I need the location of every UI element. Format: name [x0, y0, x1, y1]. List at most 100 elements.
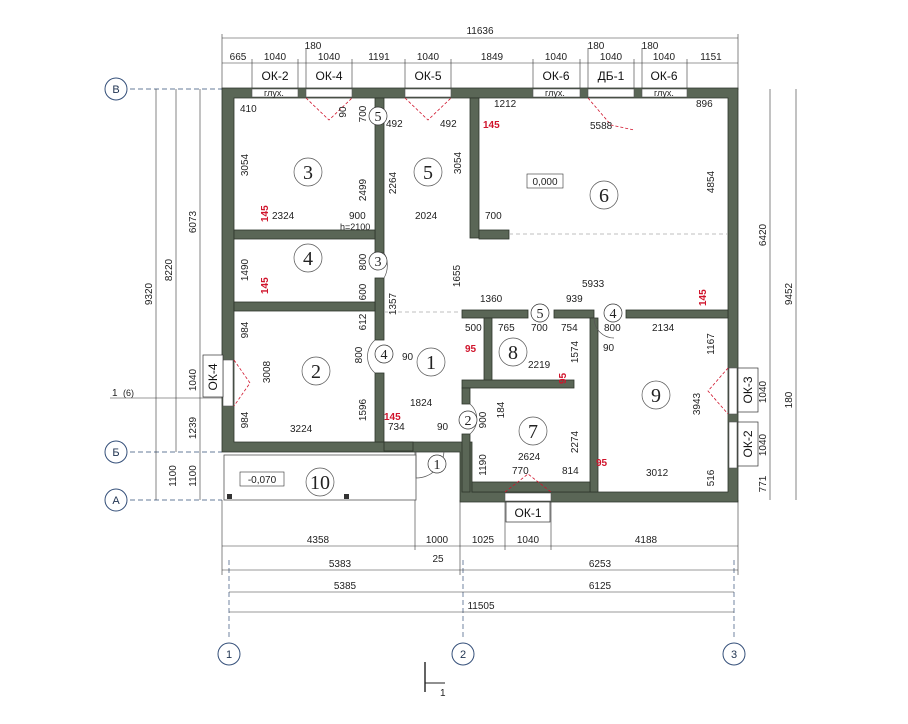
right-dim-180: 180 — [784, 391, 795, 408]
top-dim-1: 1040 — [264, 52, 287, 63]
svg-text:900: 900 — [349, 211, 366, 222]
svg-text:h=2100: h=2100 — [340, 222, 370, 232]
svg-text:5588: 5588 — [590, 121, 613, 132]
left-dimensions: 9320 8220 6073 1040 1239 1100 1100 1 (6) — [110, 89, 222, 500]
right-dim-6420: 6420 — [758, 223, 769, 246]
svg-text:939: 939 — [566, 294, 583, 305]
svg-text:700: 700 — [531, 323, 548, 334]
door-marker-4b: 4 — [603, 303, 623, 323]
door-markers: 5 3 4 1 2 5 4 — [368, 106, 623, 474]
svg-text:765: 765 — [498, 323, 515, 334]
top-dim-9: 1040 — [600, 52, 623, 63]
section-1-label: 1 — [112, 388, 118, 399]
bottom-dim-5385: 5385 — [334, 581, 357, 592]
top-dim-6: 1849 — [481, 52, 504, 63]
axis-marker-2: 2 — [451, 642, 475, 666]
svg-text:800: 800 — [354, 346, 365, 363]
svg-text:700: 700 — [485, 211, 502, 222]
svg-text:2624: 2624 — [518, 452, 541, 463]
svg-text:1167: 1167 — [706, 333, 717, 355]
svg-text:1190: 1190 — [478, 454, 489, 476]
top-dim-4: 1191 — [368, 52, 390, 63]
svg-text:4: 4 — [610, 307, 617, 322]
svg-text:9: 9 — [651, 385, 661, 407]
svg-text:1: 1 — [226, 649, 232, 661]
door-marker-1: 1 — [427, 454, 447, 474]
svg-text:984: 984 — [240, 411, 251, 428]
window-label-ok6b: ОК-6 — [651, 69, 678, 83]
glukh-2: глух. — [545, 88, 565, 98]
bottom-dim-1000: 1000 — [426, 535, 449, 546]
svg-text:516: 516 — [706, 469, 717, 486]
door-marker-2: 2 — [458, 410, 478, 430]
svg-text:800: 800 — [358, 253, 369, 270]
bottom-dim-25: 25 — [432, 554, 444, 565]
door-label-db1: ДБ-1 — [598, 69, 625, 83]
svg-text:95: 95 — [558, 372, 569, 384]
section-mark-1: 1 — [424, 662, 446, 699]
overall-width-label: 11636 — [466, 26, 494, 37]
room-10: 10 — [305, 467, 335, 497]
grid-axes: В Б А 1 2 3 — [104, 77, 746, 666]
svg-text:1212: 1212 — [494, 99, 517, 110]
svg-text:1360: 1360 — [480, 294, 503, 305]
side-window-labels: ОК-4 ОК-3 ОК-2 ОК-1 — [202, 354, 759, 523]
left-dim-1100b: 1100 — [188, 465, 199, 487]
room-8: 8 — [498, 337, 528, 367]
svg-text:3: 3 — [731, 649, 737, 661]
door-marker-4a: 4 — [374, 344, 394, 364]
svg-text:700: 700 — [358, 105, 369, 122]
svg-text:184: 184 — [496, 401, 507, 418]
terrace-posts — [227, 494, 349, 499]
svg-text:90: 90 — [338, 106, 349, 118]
top-dimensions: 11636 665 1040 180 1040 1191 1040 1849 1… — [221, 26, 739, 90]
svg-text:1357: 1357 — [388, 292, 399, 315]
svg-text:145: 145 — [260, 277, 271, 294]
room-1: 1 — [416, 347, 446, 377]
bottom-dim-11505: 11505 — [467, 601, 495, 612]
window-label-ok4-side: ОК-4 — [206, 363, 220, 390]
window-sashes — [233, 97, 729, 493]
window-label-ok1: ОК-1 — [515, 506, 542, 520]
svg-text:1: 1 — [440, 688, 446, 699]
axis-marker-a: А — [104, 488, 128, 512]
svg-text:734: 734 — [388, 422, 405, 433]
svg-text:5933: 5933 — [582, 279, 605, 290]
left-dim-1239: 1239 — [188, 416, 199, 439]
svg-text:90: 90 — [402, 352, 414, 363]
glukh-1: глух. — [264, 88, 284, 98]
svg-text:5: 5 — [423, 162, 433, 184]
top-dim-12: 1151 — [700, 52, 722, 63]
svg-text:492: 492 — [440, 119, 457, 130]
svg-text:800: 800 — [604, 323, 621, 334]
room-5: 5 — [413, 157, 443, 187]
svg-text:145: 145 — [260, 205, 271, 222]
svg-text:4854: 4854 — [706, 170, 717, 193]
svg-text:5: 5 — [375, 110, 382, 125]
door-marker-3: 3 — [368, 251, 388, 271]
interior-dimensions: 410 3054 2499 2324 700 492 492 2264 3054… — [239, 99, 717, 486]
door-marker-5a: 5 — [368, 106, 388, 126]
svg-text:3012: 3012 — [646, 468, 669, 479]
svg-text:3054: 3054 — [453, 151, 464, 174]
svg-text:4: 4 — [303, 248, 313, 270]
top-dim-8: 180 — [588, 41, 605, 52]
svg-text:1574: 1574 — [570, 340, 581, 363]
svg-text:984: 984 — [240, 321, 251, 338]
svg-text:600: 600 — [358, 283, 369, 300]
svg-text:4: 4 — [381, 348, 388, 363]
bottom-dim-4188: 4188 — [635, 535, 658, 546]
svg-text:3054: 3054 — [240, 153, 251, 176]
svg-text:-0,070: -0,070 — [248, 475, 277, 486]
room-numbers: 1 2 3 4 5 6 7 8 9 10 — [293, 157, 671, 497]
top-dim-11: 1040 — [653, 52, 676, 63]
window-label-ok3: ОК-3 — [741, 376, 755, 403]
svg-text:900: 900 — [478, 411, 489, 428]
window-label-ok2: ОК-2 — [262, 69, 289, 83]
top-dim-3: 1040 — [318, 52, 341, 63]
svg-text:2219: 2219 — [528, 360, 551, 371]
svg-text:3: 3 — [375, 255, 382, 270]
svg-text:145: 145 — [384, 412, 401, 423]
svg-text:814: 814 — [562, 466, 579, 477]
